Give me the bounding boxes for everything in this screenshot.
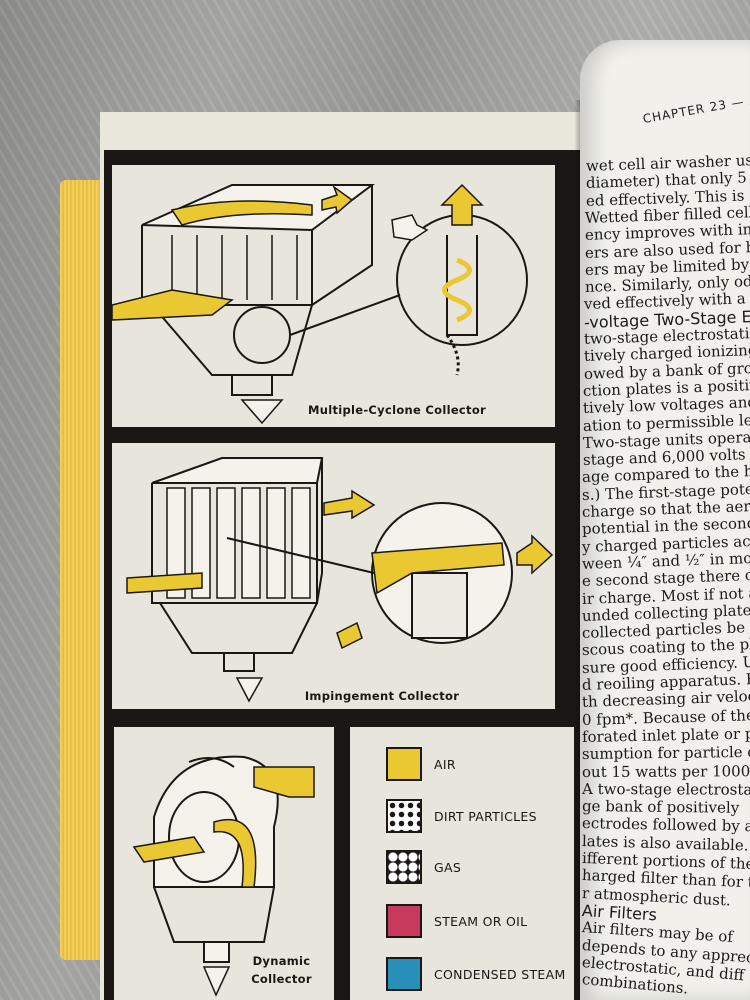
figure-impingement-collector: Impingement Collector (112, 443, 555, 709)
figure-multiple-cyclone-collector: Multiple-Cyclone Collector (112, 165, 555, 427)
body-text-line: out 15 watts per 1000 c (581, 761, 750, 781)
right-page: CHAPTER 23 — A wet cell air washer usual… (580, 40, 750, 1000)
legend: AIR DIRT PARTICLES GAS STEAM OR OIL COND… (350, 727, 574, 1000)
figure-caption: Impingement Collector (304, 689, 460, 703)
figure-dynamic-collector: Dynamic Collector (114, 727, 334, 1000)
legend-label: DIRT PARTICLES (434, 808, 537, 824)
steam-or-oil-swatch (386, 904, 422, 938)
air-swatch (386, 747, 422, 781)
figure-caption: Multiple-Cyclone Collector (307, 403, 487, 417)
dirt-particles-swatch (386, 799, 422, 833)
caption-line: Collector (251, 972, 312, 986)
legend-label: AIR (434, 756, 456, 772)
caption-line: Dynamic (252, 954, 311, 968)
condensed-steam-swatch (386, 957, 422, 991)
body-text-line: A two-stage electrostati (581, 779, 750, 799)
legend-label: CONDENSED STEAM (434, 966, 566, 982)
chapter-header: CHAPTER 23 — A (641, 91, 750, 127)
legend-label: STEAM OR OIL (434, 913, 528, 929)
legend-item-dirt-particles: DIRT PARTICLES (386, 799, 537, 833)
legend-item-air: AIR (386, 747, 456, 781)
legend-item-steam-or-oil: STEAM OR OIL (386, 904, 527, 938)
multiple-cyclone-illustration (112, 183, 528, 425)
dynamic-collector-illustration (132, 755, 315, 997)
book-gutter (574, 100, 582, 1000)
impingement-illustration (126, 457, 554, 703)
figure-caption: Dynamic Collector (234, 952, 329, 988)
gas-swatch (386, 850, 422, 884)
legend-item-condensed-steam: CONDENSED STEAM (386, 957, 566, 991)
legend-item-gas: GAS (386, 850, 461, 884)
legend-label: GAS (434, 859, 462, 875)
body-text-line: sumption for particle c (581, 743, 750, 764)
